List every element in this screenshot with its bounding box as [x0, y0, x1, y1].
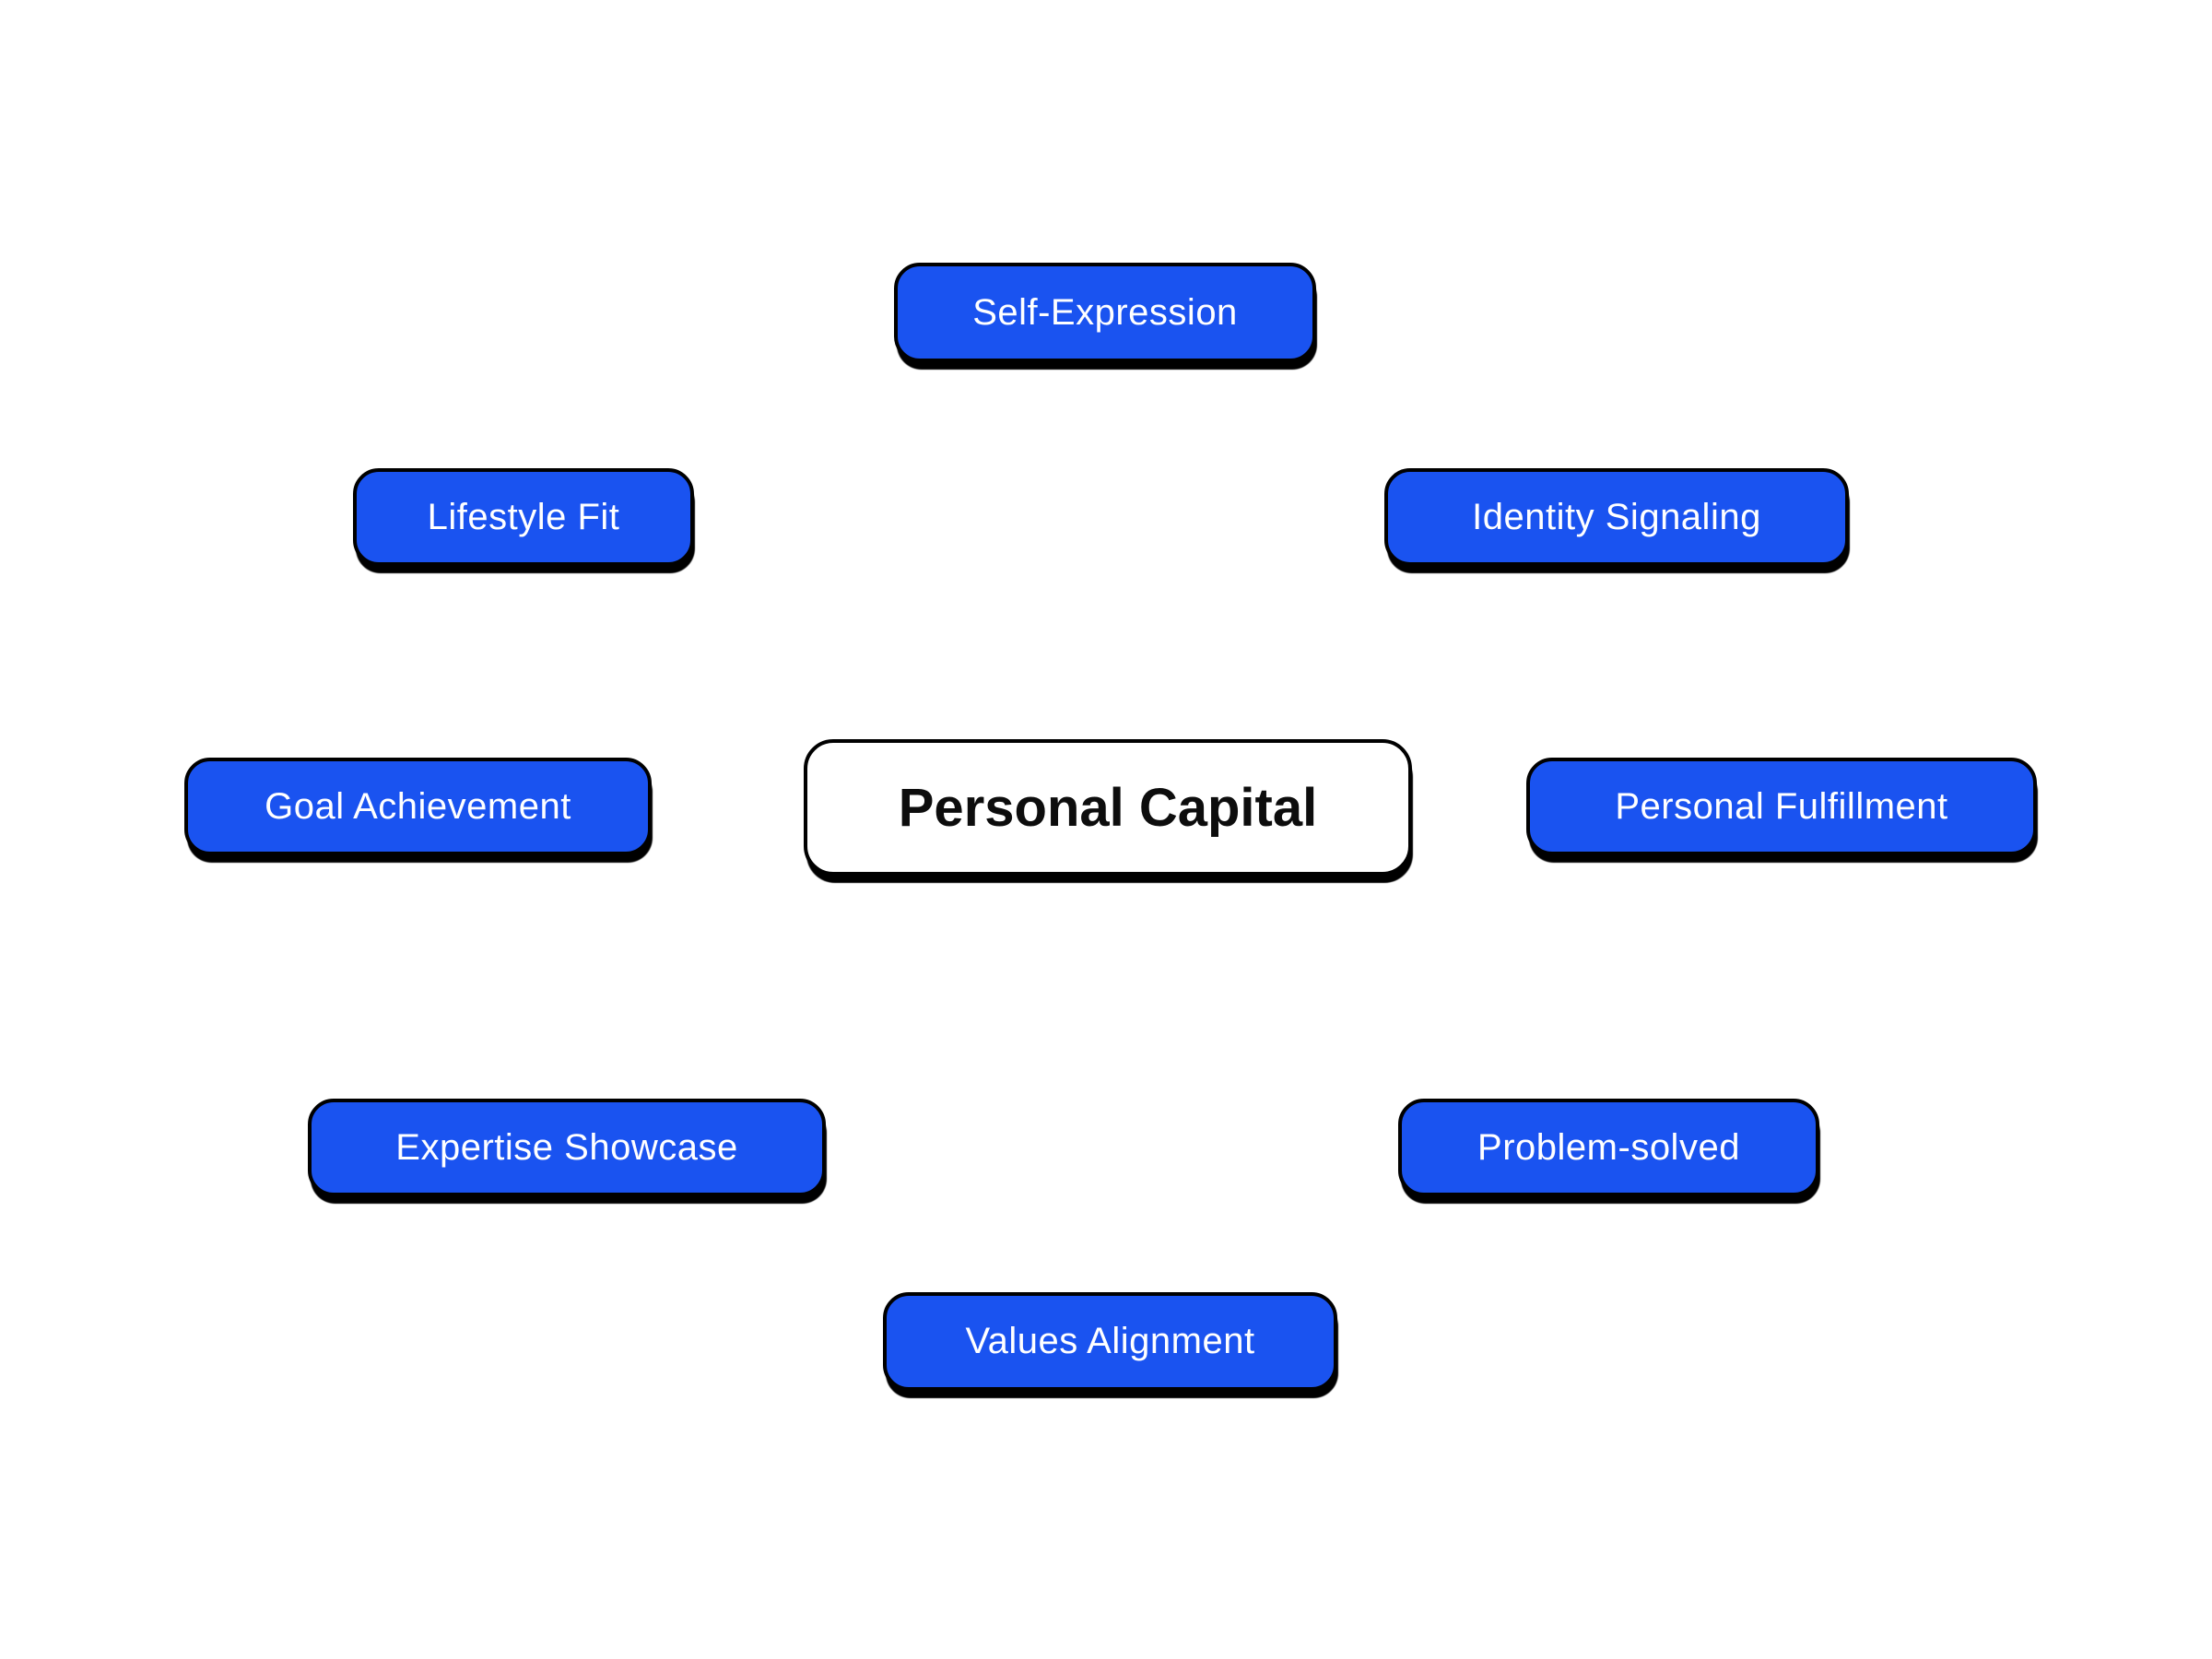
node-problem-solved[interactable]: Problem-solved	[1398, 1099, 1819, 1196]
node-goal-achievement[interactable]: Goal Achievement	[184, 758, 652, 855]
node-label: Identity Signaling	[1472, 496, 1761, 537]
node-expertise-showcase[interactable]: Expertise Showcase	[308, 1099, 826, 1196]
node-label: Expertise Showcase	[395, 1126, 738, 1168]
node-label: Values Alignment	[965, 1321, 1255, 1361]
node-self-expression[interactable]: Self-Expression	[894, 263, 1316, 362]
node-label: Lifestyle Fit	[427, 496, 620, 537]
node-lifestyle-fit[interactable]: Lifestyle Fit	[353, 468, 694, 566]
node-label: Goal Achievement	[265, 785, 571, 827]
node-label: Personal Fulfillment	[1615, 785, 1948, 827]
node-values-alignment[interactable]: Values Alignment	[883, 1292, 1337, 1391]
node-label: Problem-solved	[1477, 1126, 1740, 1168]
center-node-label: Personal Capital	[898, 777, 1318, 838]
node-personal-capital-center[interactable]: Personal Capital	[804, 739, 1412, 876]
node-label: Self-Expression	[972, 291, 1238, 333]
node-identity-signaling[interactable]: Identity Signaling	[1384, 468, 1849, 566]
node-personal-fulfillment[interactable]: Personal Fulfillment	[1526, 758, 2037, 855]
